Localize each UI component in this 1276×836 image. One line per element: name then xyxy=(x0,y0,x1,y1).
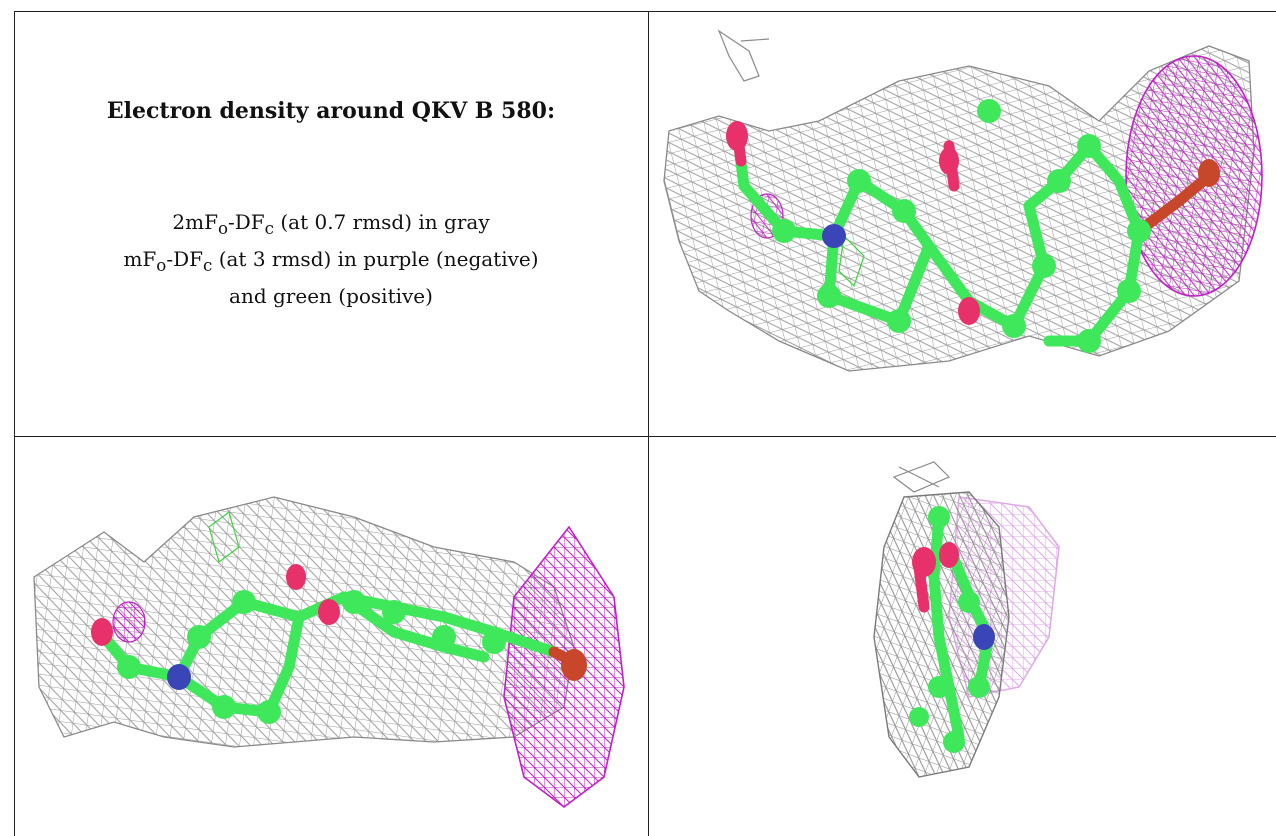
carbon-atom xyxy=(482,630,506,654)
carbon-atom xyxy=(117,655,141,679)
purple-negative-density xyxy=(1125,55,1263,297)
bromine-atom xyxy=(561,649,587,681)
carbon-atom xyxy=(977,99,1001,123)
carbon-atom xyxy=(909,707,929,727)
oxygen-atom xyxy=(939,542,959,568)
carbon-atom xyxy=(257,700,281,724)
carbon-atom xyxy=(342,590,366,614)
density-render-2 xyxy=(33,496,625,808)
ligand-atoms xyxy=(726,99,1220,353)
density-legend: 2mFo-DFc (at 0.7 rmsd) in gray mFo-DFc (… xyxy=(14,207,648,311)
gray-density-fragment xyxy=(892,461,951,493)
legend1-prefix: 2mF xyxy=(172,210,218,234)
carbon-atom xyxy=(1117,279,1141,303)
density-render-1 xyxy=(663,29,1263,372)
oxygen-atom xyxy=(958,297,980,325)
legend1-mid: -DF xyxy=(227,210,265,234)
carbon-atom xyxy=(432,625,456,649)
carbon-atom xyxy=(817,284,841,308)
legend2-sub-o: o xyxy=(156,256,167,275)
legend-line-3: and green (positive) xyxy=(229,284,433,308)
density-render-3 xyxy=(873,461,1060,778)
density-view-1 xyxy=(649,11,1276,436)
legend2-sub-c: c xyxy=(203,256,213,275)
purple-small-density xyxy=(112,601,146,643)
oxygen-atom xyxy=(912,547,936,577)
density-view-3 xyxy=(649,437,1276,836)
legend1-sub-o: o xyxy=(217,219,228,238)
carbon-atom xyxy=(943,731,965,753)
carbon-atom xyxy=(1077,329,1101,353)
figure-title: Electron density around QKV B 580: xyxy=(106,98,556,124)
carbon-atom xyxy=(928,676,950,698)
top-border xyxy=(14,11,1276,12)
carbon-atom xyxy=(958,591,980,613)
carbon-atom xyxy=(212,695,236,719)
carbon-atom xyxy=(382,600,406,624)
legend2-mid: -DF xyxy=(166,247,203,271)
carbon-atom xyxy=(1047,169,1071,193)
center-divider xyxy=(648,11,649,836)
carbon-atom xyxy=(892,199,916,223)
nitrogen-atom xyxy=(973,624,995,650)
oxygen-atom xyxy=(91,618,113,646)
oxygen-atom xyxy=(939,147,959,175)
oxygen-atom xyxy=(726,121,748,151)
density-view-2 xyxy=(14,437,648,836)
legend-line-mfo-dfc: mFo-DFc (at 3 rmsd) in purple (negative) xyxy=(14,244,648,281)
green-positive-density xyxy=(838,234,865,288)
ligand-atoms xyxy=(91,564,587,724)
caption-cell: Electron density around QKV B 580: 2mFo-… xyxy=(14,11,648,436)
legend-line-2mfo-dfc: 2mFo-DFc (at 0.7 rmsd) in gray xyxy=(14,207,648,244)
gray-density-fragment xyxy=(717,29,770,82)
carbon-atom xyxy=(887,309,911,333)
carbon-atom xyxy=(847,169,871,193)
bromine-atom xyxy=(1198,159,1220,187)
oxygen-atom xyxy=(286,564,306,590)
carbon-atom xyxy=(1032,254,1056,278)
carbon-atom xyxy=(187,625,211,649)
carbon-atom xyxy=(232,590,256,614)
nitrogen-atom xyxy=(822,224,846,248)
carbon-atom xyxy=(928,506,950,528)
carbon-atom xyxy=(1077,134,1101,158)
oxygen-atom xyxy=(318,599,340,625)
legend2-prefix: mF xyxy=(123,247,157,271)
ligand-atoms xyxy=(909,506,995,753)
carbon-atom xyxy=(1002,314,1026,338)
green-positive-density xyxy=(208,510,240,564)
nitrogen-atom xyxy=(167,664,191,690)
middle-border xyxy=(14,436,1276,437)
legend1-sub-c: c xyxy=(264,219,274,238)
legend2-suffix: (at 3 rmsd) in purple (negative) xyxy=(212,247,539,271)
carbon-atom xyxy=(968,676,990,698)
legend1-suffix: (at 0.7 rmsd) in gray xyxy=(274,210,490,234)
left-border xyxy=(14,11,15,836)
carbon-atom xyxy=(772,219,796,243)
carbon-atom xyxy=(1127,219,1151,243)
